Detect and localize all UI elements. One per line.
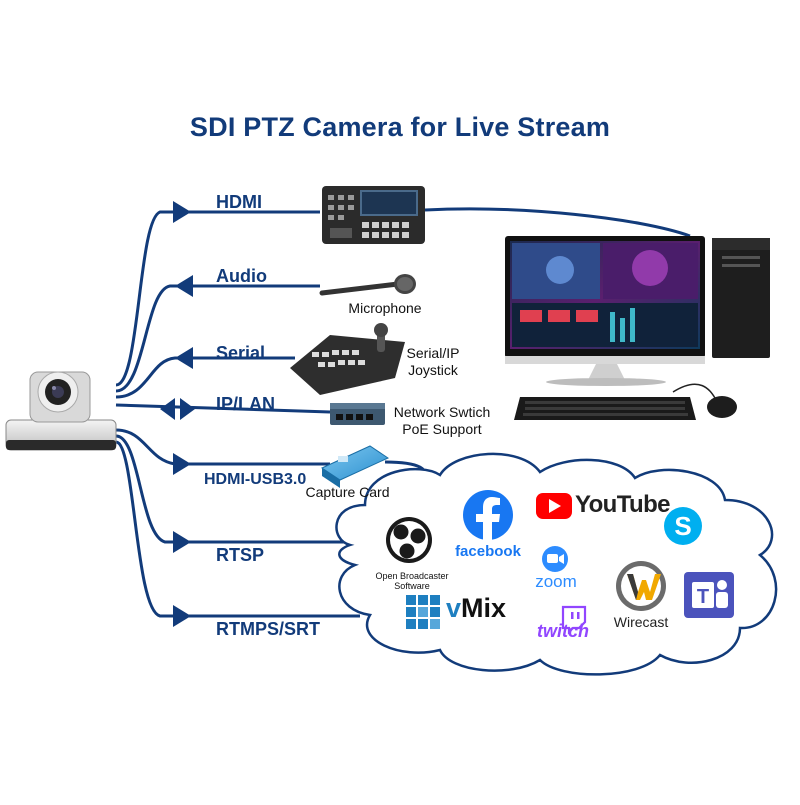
rtmps-line [115,440,360,618]
joystick [290,323,405,395]
iplan-line [115,403,331,414]
serial-label: Serial [216,343,266,363]
rtsp-label: RTSP [216,545,265,565]
obs-logo [386,517,432,563]
iplan-arrow-right [180,398,195,420]
svg-text:T: T [697,586,709,608]
hdmiusb-line [115,428,330,466]
wirecast-label: Wirecast [613,614,669,630]
youtube-logo [536,493,572,519]
video-switcher [322,186,425,244]
svg-text:S: S [674,511,691,541]
rtmps-arrow [173,605,191,627]
vmix-label: vMix [446,593,506,624]
obs-label: Open Broadcaster Software [375,571,449,591]
ptz-camera [5,371,117,451]
microphone [319,274,416,296]
rtsp-line [115,434,350,544]
arrows [160,201,195,627]
vmix-v: v [446,593,462,623]
serial-arrow [175,347,193,369]
rtsp-arrow [173,531,191,553]
facebook-logo [463,490,513,542]
hdmi-line [115,210,320,387]
iplan-label: IP/LAN [216,394,276,414]
audio-arrow [175,275,193,297]
connection-lines [115,210,360,618]
switcher-monitor-cable [424,207,691,238]
skype-logo: S [664,507,702,545]
computer [505,236,770,420]
rtmps-label: RTMPS/SRT [216,619,321,639]
zoom-logo [542,546,568,572]
twitch-logo [561,605,587,635]
vmix-mix: Mix [461,593,507,623]
vmix-logo [406,595,440,629]
microphone-label: Microphone [348,300,422,316]
twitch-label: twitch [537,621,589,641]
wirecast-logo [616,561,666,611]
switch-label-line2: PoE Support [402,421,482,437]
hdmi-usb-label: HDMI-USB3.0 [204,471,307,488]
audio-line [115,284,320,393]
youtube-label: YouTube [575,491,671,518]
facebook-label: facebook [455,543,521,560]
capture-card [320,445,390,488]
capture-card-label: Capture Card [305,484,390,500]
hdmi-label: HDMI [216,192,262,212]
zoom-label: zoom [535,572,577,591]
audio-label: Audio [216,266,267,286]
teams-logo: T [684,572,734,618]
page-title: SDI PTZ Camera for Live Stream [189,112,611,142]
iplan-arrow-left [160,398,175,420]
hdmiusb-arrow [173,453,191,475]
joystick-label-line2: Joystick [408,362,458,378]
joystick-label-line1: Serial/IP [406,345,460,361]
serial-line [115,356,295,399]
switch-label-line1: Network Swtich [393,404,491,420]
hdmi-arrow [173,201,191,223]
network-switch [330,403,385,425]
